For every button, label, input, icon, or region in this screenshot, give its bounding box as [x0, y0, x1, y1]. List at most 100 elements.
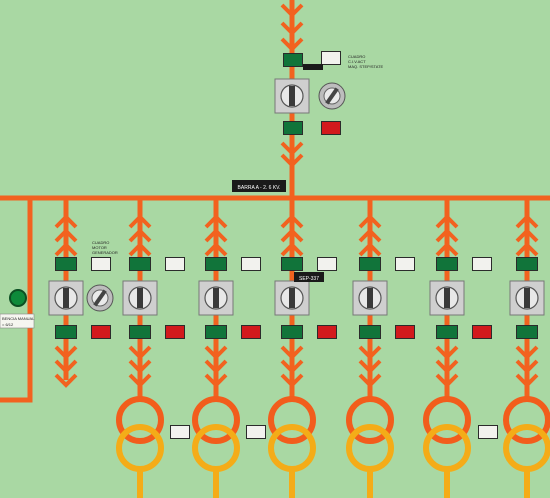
feeder-chevron-up-0 — [204, 214, 228, 229]
top-lower-chevron-1 — [280, 153, 304, 168]
transformer-5 — [423, 396, 471, 498]
top-lamp-green-lower — [284, 122, 302, 134]
feeder-4 — [274, 198, 337, 398]
top-lamp-white — [322, 52, 340, 64]
feeder-chevron-down-2 — [280, 373, 304, 388]
feeder-1 — [48, 198, 114, 388]
feeder-chevron-down-0 — [280, 345, 304, 360]
feeder-lamp-green-bottom — [206, 326, 226, 338]
feeder-switch-handle — [137, 288, 143, 308]
feeder-2 — [122, 198, 185, 398]
transformer-winding-primary — [346, 396, 394, 444]
feeder-chevron-down-1 — [280, 359, 304, 374]
feeder-lamp-red — [396, 326, 414, 338]
left-panel-caption-3: GENERADOR — [92, 250, 118, 255]
feeder-lamp-white — [92, 258, 110, 270]
feeder-lamp-red — [473, 326, 491, 338]
top-switch-handle — [289, 86, 295, 106]
feeder-chevron-up-2 — [54, 242, 78, 257]
feeder-chevron-down-1 — [358, 359, 382, 374]
feeder-5 — [352, 198, 415, 398]
transformer-3 — [268, 396, 316, 498]
feeder-switch-handle — [213, 288, 219, 308]
transformer-4 — [346, 396, 394, 498]
feeder-chevron-up-1 — [515, 228, 539, 243]
feeder-chevron-up-2 — [128, 242, 152, 257]
feeder-chevron-down-0 — [435, 345, 459, 360]
feeder-lamp-green-top — [130, 258, 150, 270]
top-panel-caption-3: MAQ. STEP/STATE — [348, 64, 384, 69]
feeder-chevron-up-0 — [515, 214, 539, 229]
feeder-chevron-down-0 — [54, 345, 78, 360]
feeder-tag: SEP-337 — [299, 276, 319, 282]
feeder-6 — [429, 198, 492, 398]
top-chevron-1 — [280, 21, 304, 36]
transformer-lamp-white-2 — [479, 426, 497, 438]
top-round-switch-handle — [325, 87, 339, 105]
feeder-lamp-green-bottom — [282, 326, 302, 338]
feeder-chevron-up-2 — [204, 242, 228, 257]
feeder-chevron-down-1 — [204, 359, 228, 374]
top-lamp-red — [322, 122, 340, 134]
feeder-lamp-green-top — [56, 258, 76, 270]
feeder-chevron-down-0 — [358, 345, 382, 360]
left-box-line-2: = 6/12 — [2, 322, 14, 327]
feeder-lamp-green-bottom — [360, 326, 380, 338]
feeder-lamp-green-bottom — [517, 326, 537, 338]
feeder-switch-handle — [367, 288, 373, 308]
feeder-lamp-green-top — [206, 258, 226, 270]
feeder-7 — [509, 198, 545, 398]
feeder-lamp-green-bottom — [56, 326, 76, 338]
transformer-lamp-white-1 — [247, 426, 265, 438]
feeder-chevron-up-1 — [435, 228, 459, 243]
transformer-winding-primary — [503, 396, 550, 444]
feeder-chevron-up-1 — [128, 228, 152, 243]
top-panel-caption-2: C.I.V.ACT — [348, 59, 366, 64]
feeder-lamp-white — [166, 258, 184, 270]
top-lower-chevron-0 — [280, 141, 304, 156]
feeder-lamp-red — [166, 326, 184, 338]
feeder-lamp-white — [242, 258, 260, 270]
feeder-switch-handle — [289, 288, 295, 308]
feeder-3 — [198, 198, 261, 398]
left-box-line-1: BENCIA MANUAL — [2, 316, 35, 321]
feeder-lamp-green-top — [517, 258, 537, 270]
transformer-2 — [192, 396, 240, 498]
feeder-chevron-down-2 — [515, 373, 539, 388]
feeder-lamp-red — [318, 326, 336, 338]
transformer-winding-primary — [268, 396, 316, 444]
feeder-chevron-down-2 — [358, 373, 382, 388]
feeder-chevron-down-2 — [128, 373, 152, 388]
feeder-lamp-red — [92, 326, 110, 338]
feeder-chevron-down-1 — [515, 359, 539, 374]
feeder-chevron-up-0 — [128, 214, 152, 229]
transformer-winding-primary — [423, 396, 471, 444]
feeder-chevron-up-0 — [54, 214, 78, 229]
feeder-chevron-up-1 — [280, 228, 304, 243]
feeder-lamp-white — [318, 258, 336, 270]
transformer-6 — [503, 396, 550, 498]
feeder-chevron-down-0 — [204, 345, 228, 360]
feeder-chevron-up-0 — [435, 214, 459, 229]
feeder-lamp-green-top — [282, 258, 302, 270]
feeder-lamp-white — [473, 258, 491, 270]
top-tag-plate — [303, 64, 323, 70]
left-feeder-line — [0, 198, 33, 403]
transformer-lamp-white-0 — [171, 426, 189, 438]
feeder-chevron-up-0 — [358, 214, 382, 229]
left-panel-caption-2: MOTOR — [92, 245, 107, 250]
indicator-lamp-green-round — [9, 289, 27, 307]
feeder-chevron-up-2 — [358, 242, 382, 257]
feeder-lamp-green-top — [437, 258, 457, 270]
feeder-chevron-down-1 — [435, 359, 459, 374]
feeder-lamp-green-top — [360, 258, 380, 270]
feeder-chevron-down-0 — [128, 345, 152, 360]
feeder-chevron-up-0 — [280, 214, 304, 229]
feeder-chevron-up-1 — [358, 228, 382, 243]
feeder-round-switch-handle — [93, 289, 107, 307]
feeder-chevron-down-2 — [204, 373, 228, 388]
transformer-winding-primary — [192, 396, 240, 444]
feeder-chevron-up-1 — [54, 228, 78, 243]
feeder-chevron-down-1 — [128, 359, 152, 374]
transformer-1 — [116, 396, 164, 498]
